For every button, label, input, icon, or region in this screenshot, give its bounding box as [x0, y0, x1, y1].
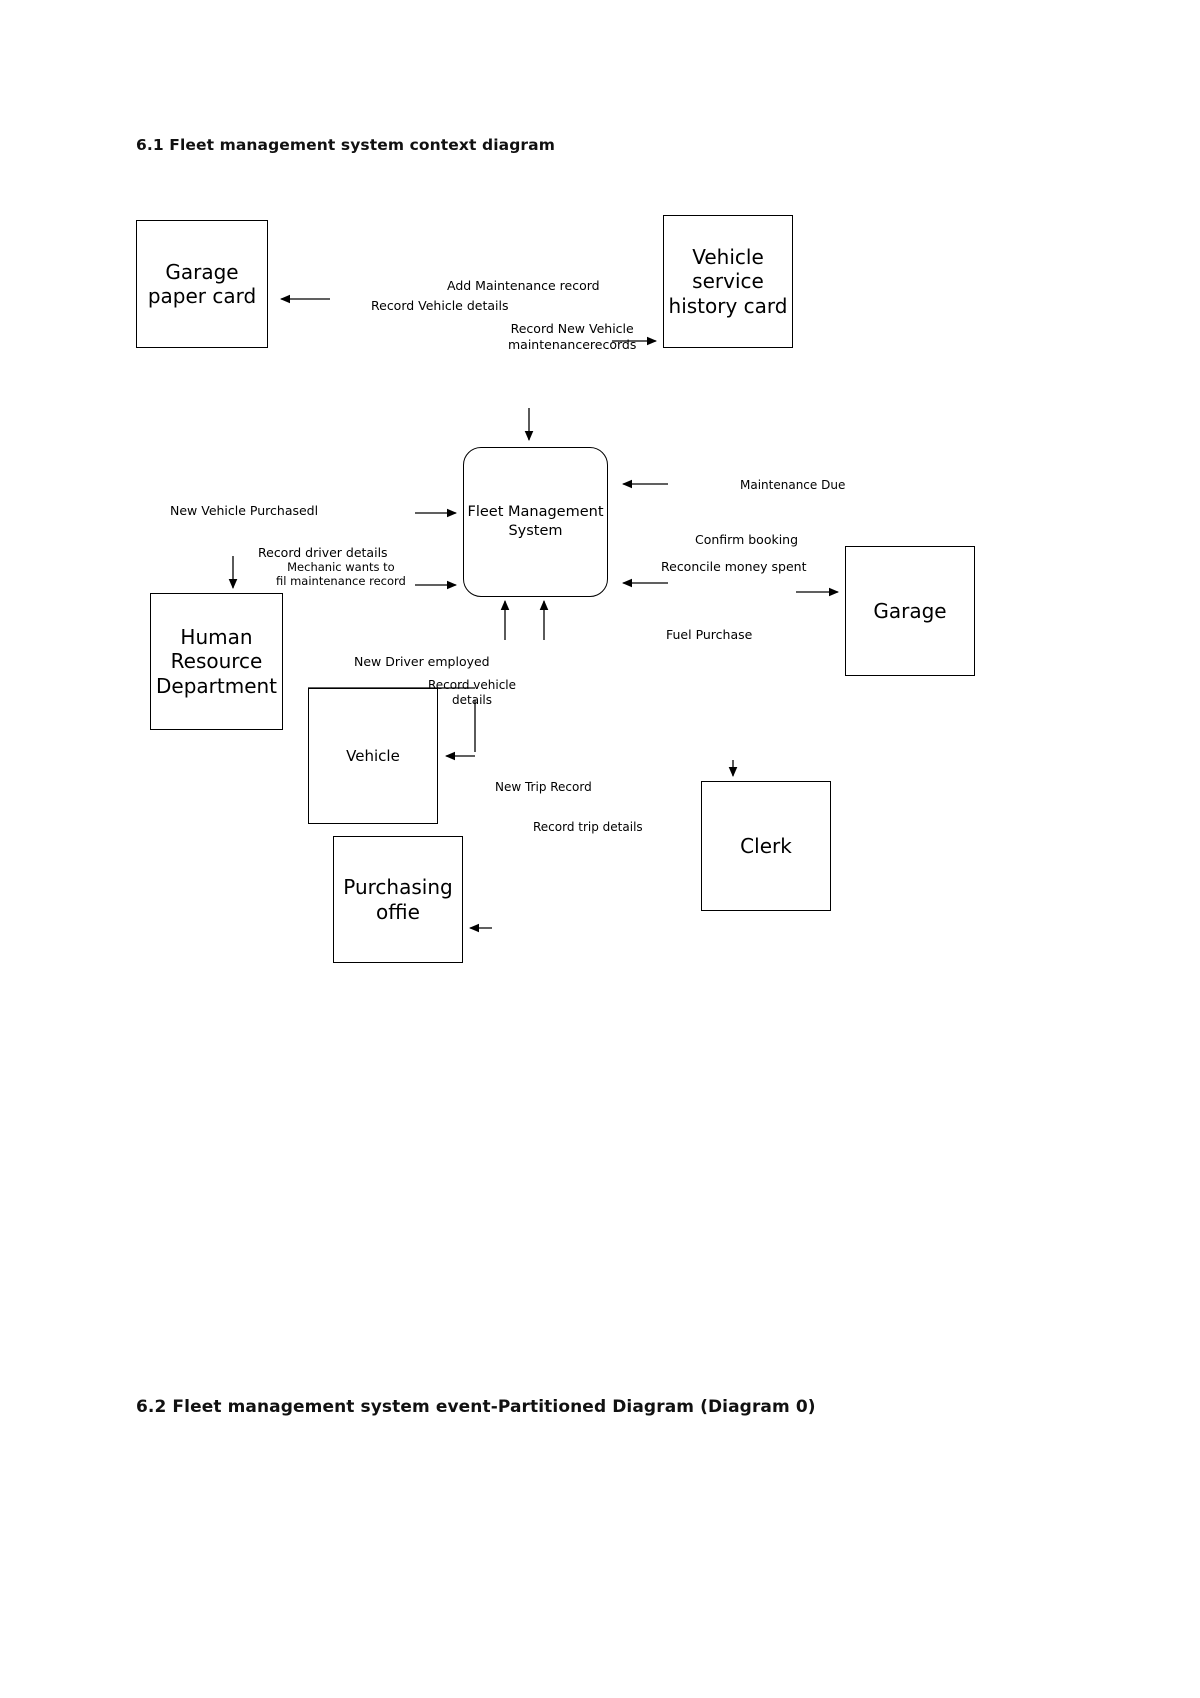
- entity-vehicle-label: Vehicle: [346, 746, 400, 765]
- entity-purchasing-office-label: Purchasing offie: [343, 875, 453, 924]
- flow-label-record-vehicle-details: Record Vehicle details: [371, 298, 509, 313]
- entity-human-resource-department: Human Resource Department: [150, 593, 283, 730]
- flow-label-new-driver-employed: New Driver employed: [354, 654, 490, 669]
- entity-vehicle-service-history-card-label: Vehicle service history card: [668, 244, 788, 318]
- entity-clerk: Clerk: [701, 781, 831, 911]
- flow-label-fuel-purchase: Fuel Purchase: [666, 627, 753, 642]
- flow-label-add-maintenance-record: Add Maintenance record: [447, 278, 600, 293]
- entity-vehicle-service-history-card: Vehicle service history card: [663, 215, 793, 348]
- flow-label-mechanic-wants-to-fill-maintenance-record: Mechanic wants to fil maintenance record: [276, 560, 406, 589]
- entity-garage-paper-card-label: Garage paper card: [147, 259, 257, 308]
- process-fleet-management-system-label: Fleet Management System: [467, 504, 604, 539]
- entity-garage-label: Garage: [873, 598, 947, 623]
- flow-label-maintenance-due: Maintenance Due: [740, 478, 846, 492]
- flow-label-reconcile-money-spent: Reconcile money spent: [661, 559, 807, 574]
- entity-vehicle: Vehicle: [308, 688, 438, 824]
- flow-label-record-vehicle-details-2: Record vehicle details: [428, 678, 517, 707]
- section-heading-6-1: 6.1 Fleet management system context diag…: [136, 136, 555, 154]
- section-heading-6-2: 6.2 Fleet management system event-Partit…: [136, 1397, 816, 1417]
- entity-human-resource-department-label: Human Resource Department: [155, 624, 278, 698]
- entity-clerk-label: Clerk: [740, 833, 792, 858]
- flow-label-record-driver-details: Record driver details: [258, 545, 388, 560]
- entity-garage-paper-card: Garage paper card: [136, 220, 268, 348]
- entity-garage: Garage: [845, 546, 975, 676]
- flow-label-confirm-booking: Confirm booking: [695, 532, 799, 547]
- flow-label-record-trip-details: Record trip details: [533, 820, 643, 834]
- flow-label-new-vehicle-purchased: New Vehicle Purchasedl: [170, 503, 319, 518]
- flow-label-record-new-vehicle-maintenance-records: Record New Vehicle maintenancerecords: [508, 321, 637, 352]
- process-fleet-management-system: Fleet Management System: [463, 447, 608, 597]
- entity-purchasing-office: Purchasing offie: [333, 836, 463, 963]
- flow-label-new-trip-record: New Trip Record: [495, 780, 592, 794]
